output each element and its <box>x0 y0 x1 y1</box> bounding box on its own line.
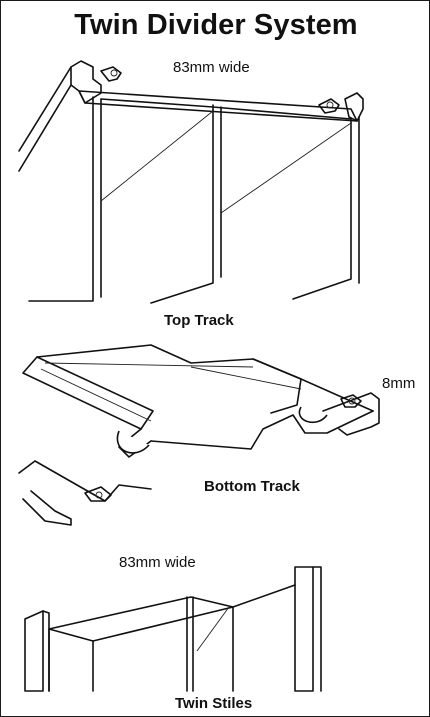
twin-stiles-width-label: 83mm wide <box>119 554 196 571</box>
top-track-left-flange <box>70 60 102 104</box>
top-track-right-flange <box>344 92 364 122</box>
top-track-right-clip <box>318 98 340 114</box>
top-track-width-label: 83mm wide <box>173 59 250 76</box>
stile-right-face <box>294 566 314 692</box>
top-track-left-clip <box>100 66 122 82</box>
top-track-left-wall <box>18 66 72 172</box>
stile-top-web <box>48 596 234 642</box>
stile-left-face <box>24 610 44 692</box>
bottom-track-height-label: 8mm <box>382 375 416 392</box>
page-title: Twin Divider System <box>74 9 358 41</box>
bottom-track-caption: Bottom Track <box>204 478 300 495</box>
twin-stiles-caption: Twin Stiles <box>175 695 253 712</box>
top-track-caption: Top Track <box>164 312 234 329</box>
